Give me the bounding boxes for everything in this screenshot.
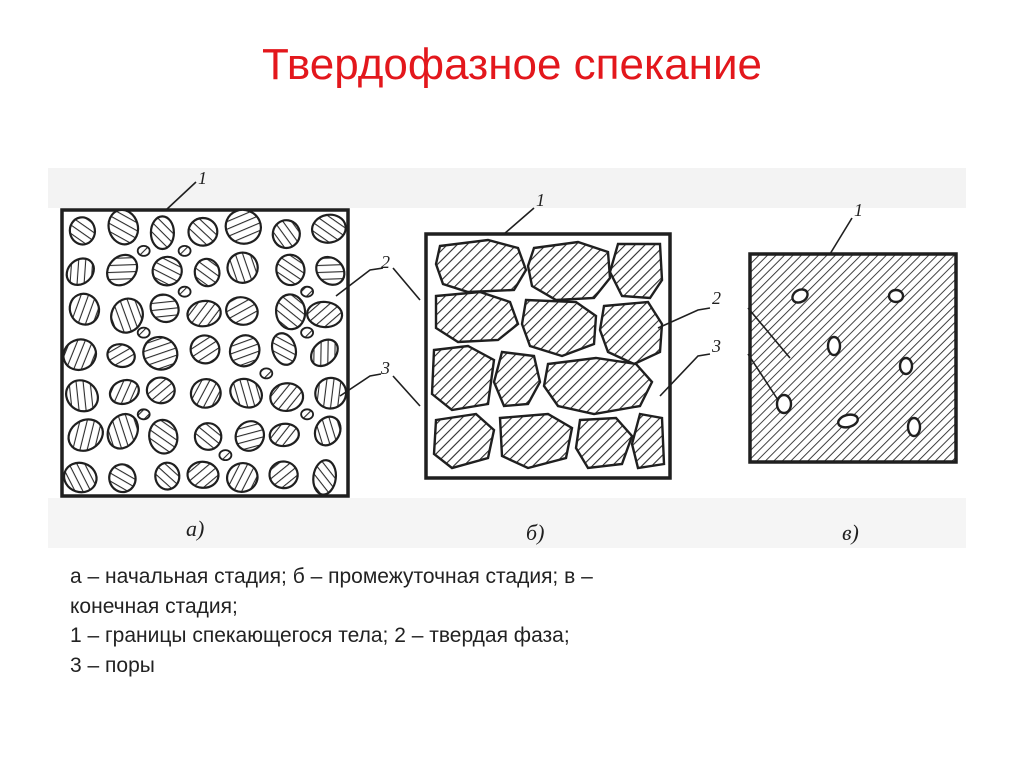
particle-small xyxy=(218,449,233,462)
panel-a-label: а) xyxy=(186,516,204,541)
particle-small xyxy=(136,245,151,257)
particle xyxy=(193,422,223,451)
particle xyxy=(225,462,259,493)
particle xyxy=(224,208,262,245)
particle xyxy=(310,213,347,244)
particle xyxy=(189,378,222,409)
panel-a-callout-1: 1 xyxy=(198,168,207,188)
particle xyxy=(193,257,221,288)
caption-line-3: 1 – границы спекающегося тела; 2 – тверд… xyxy=(70,624,570,647)
panel-c-label: в) xyxy=(842,520,859,545)
particle xyxy=(268,422,300,448)
caption-line-1: а – начальная стадия; б – промежуточная … xyxy=(70,565,593,588)
particle xyxy=(108,378,140,406)
particle xyxy=(189,334,221,365)
particle-small xyxy=(136,408,151,421)
panel-b: 1 2 3 б) xyxy=(392,190,721,545)
panel-b-callout-2: 2 xyxy=(712,288,721,308)
particle xyxy=(106,253,139,287)
particle xyxy=(106,412,140,450)
figure-caption: а – начальная стадия; б – промежуточная … xyxy=(70,562,930,680)
particle xyxy=(68,216,97,246)
particle xyxy=(269,382,305,413)
panel-b-grains xyxy=(430,238,666,470)
caption-line-4: 3 – поры xyxy=(70,653,155,677)
particle xyxy=(229,377,263,409)
particle xyxy=(65,379,99,413)
particle xyxy=(108,463,137,494)
particle xyxy=(68,292,101,326)
particle xyxy=(226,251,259,284)
particle xyxy=(306,300,344,329)
panel-c-callout-lines xyxy=(747,217,853,401)
panel-a-callout-2: 2 xyxy=(381,252,390,272)
panel-b-label: б) xyxy=(526,520,544,545)
caption-line-2: конечная стадия; xyxy=(70,594,238,618)
panel-a-particles xyxy=(62,208,348,496)
particle xyxy=(312,459,338,496)
particle xyxy=(225,296,259,326)
sintering-stages-figure: 1 2 3 а) 1 2 3 xyxy=(48,168,966,548)
particle xyxy=(186,299,222,328)
particle xyxy=(313,415,342,447)
particle-small xyxy=(136,326,151,339)
particle xyxy=(149,293,180,324)
panel-c-callout-1: 1 xyxy=(854,200,863,220)
particle xyxy=(275,253,306,287)
particle xyxy=(107,208,140,246)
panel-a-callout-3: 3 xyxy=(380,358,390,378)
particle xyxy=(270,332,298,366)
particle xyxy=(110,297,144,334)
particle xyxy=(187,216,219,247)
particle xyxy=(151,255,183,287)
panel-a-callout-lines xyxy=(165,181,384,397)
panel-b-callout-1: 1 xyxy=(536,190,545,210)
particle xyxy=(67,418,104,452)
particle xyxy=(315,255,346,286)
panel-c-pores xyxy=(775,288,922,438)
particle xyxy=(62,461,98,494)
particle xyxy=(106,343,136,369)
particle-small xyxy=(259,367,274,380)
particle-small xyxy=(300,285,315,298)
particle xyxy=(145,376,176,405)
particle xyxy=(62,338,98,372)
particle xyxy=(268,460,299,490)
panel-c: 1 в) xyxy=(747,200,958,545)
particle xyxy=(186,460,220,489)
particle xyxy=(228,334,261,368)
particle-small xyxy=(177,245,192,257)
slide-title: Твердофазное спекание xyxy=(261,40,763,89)
panel-b-callout-lines xyxy=(392,207,711,407)
particle xyxy=(274,293,307,331)
particle-small xyxy=(177,285,192,298)
particle xyxy=(314,376,348,410)
particle xyxy=(154,461,181,491)
panel-c-boundary xyxy=(748,252,958,464)
particle xyxy=(234,420,266,452)
panel-a: 1 2 3 а) xyxy=(60,168,390,541)
panel-b-callout-3: 3 xyxy=(711,336,721,356)
particle-small xyxy=(300,408,315,421)
scan-background xyxy=(48,168,966,548)
particle-small xyxy=(300,326,315,339)
particle xyxy=(271,219,301,250)
particle xyxy=(309,338,339,368)
particle xyxy=(148,418,179,455)
particle xyxy=(65,257,95,286)
particle xyxy=(149,215,176,251)
particle xyxy=(142,335,179,371)
